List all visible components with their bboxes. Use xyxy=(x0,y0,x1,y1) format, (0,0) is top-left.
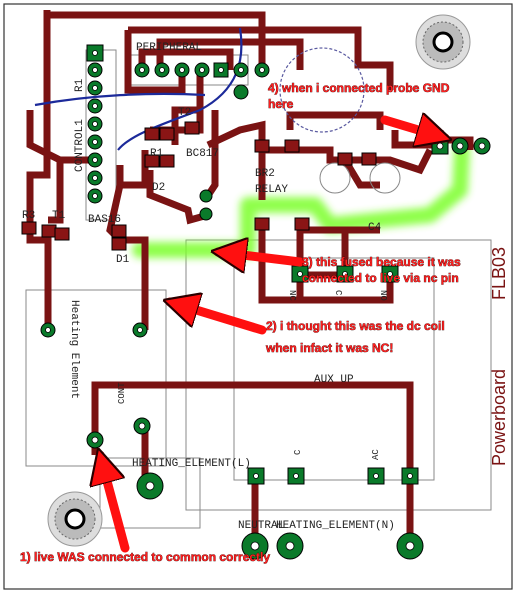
label-peripheral: PERIPHERAL xyxy=(136,42,202,54)
annotation-2-line1: 2) i thought this was the dc coil xyxy=(266,319,445,333)
annotation-arrows xyxy=(100,120,445,553)
label-neutral: NEUTRAL xyxy=(238,520,284,532)
label-heating-element-l: HEATING_ELEMENT(L) xyxy=(132,458,251,470)
label-d1: D1 xyxy=(116,254,130,266)
label-t1: T1 xyxy=(52,210,66,222)
label-t2: T2 xyxy=(178,107,191,119)
label-relay: RELAY xyxy=(255,184,288,196)
label-r1: R1 xyxy=(74,78,86,92)
label-r3: R3 xyxy=(22,210,35,222)
label-br2: BR2 xyxy=(255,168,275,180)
annotation-3-line1: 3) this fused because it was xyxy=(302,255,461,269)
label-heating-element-side: Heating Element xyxy=(68,300,80,399)
board-code: FLB03 xyxy=(489,247,509,300)
label-no: NO xyxy=(378,290,388,301)
label-bas16: BAS16 xyxy=(88,214,121,226)
smd-pads xyxy=(21,121,377,251)
label-aux-up: AUX UP xyxy=(314,374,354,386)
mounting-hole-top-right xyxy=(415,14,471,70)
blue-jumper-wires xyxy=(34,27,243,151)
annotation-3-line2: connected to live via nc pin xyxy=(302,271,459,285)
board-name: Powerboard xyxy=(489,369,509,466)
label-br1: R1 xyxy=(150,148,164,160)
arrow-1 xyxy=(100,455,130,553)
arrow-4 xyxy=(380,120,445,138)
label-c-lower: C xyxy=(293,449,303,455)
label-control: CONTROL1 xyxy=(74,119,86,172)
annotation-2-line2: when infact it was NC! xyxy=(265,341,393,355)
mounting-hole-bottom-left xyxy=(47,491,103,547)
relay-coil-outline xyxy=(279,47,365,133)
label-heating-element-n: HEATING_ELEMENT(N) xyxy=(276,520,395,532)
label-nc: NC xyxy=(287,290,297,301)
through-hole-pads xyxy=(40,44,491,560)
capacitor-outline xyxy=(369,162,401,194)
annotation-4-line1: 4) when i connected probe GND xyxy=(268,81,450,95)
annotation-1: 1) live WAS connected to common correctl… xyxy=(20,550,270,564)
capacitor-outline xyxy=(319,162,351,194)
pad-drill-holes xyxy=(45,50,486,551)
label-d2: D2 xyxy=(152,182,165,194)
label-bc817: BC817 xyxy=(186,148,219,160)
label-ac: AC xyxy=(371,449,381,460)
label-c: C xyxy=(333,290,343,296)
arrow-3 xyxy=(218,252,305,262)
annotation-4-line2: here xyxy=(268,97,294,111)
label-cont: CONT xyxy=(117,382,127,404)
arrow-2 xyxy=(170,302,267,335)
label-c4: C4 xyxy=(368,222,382,234)
